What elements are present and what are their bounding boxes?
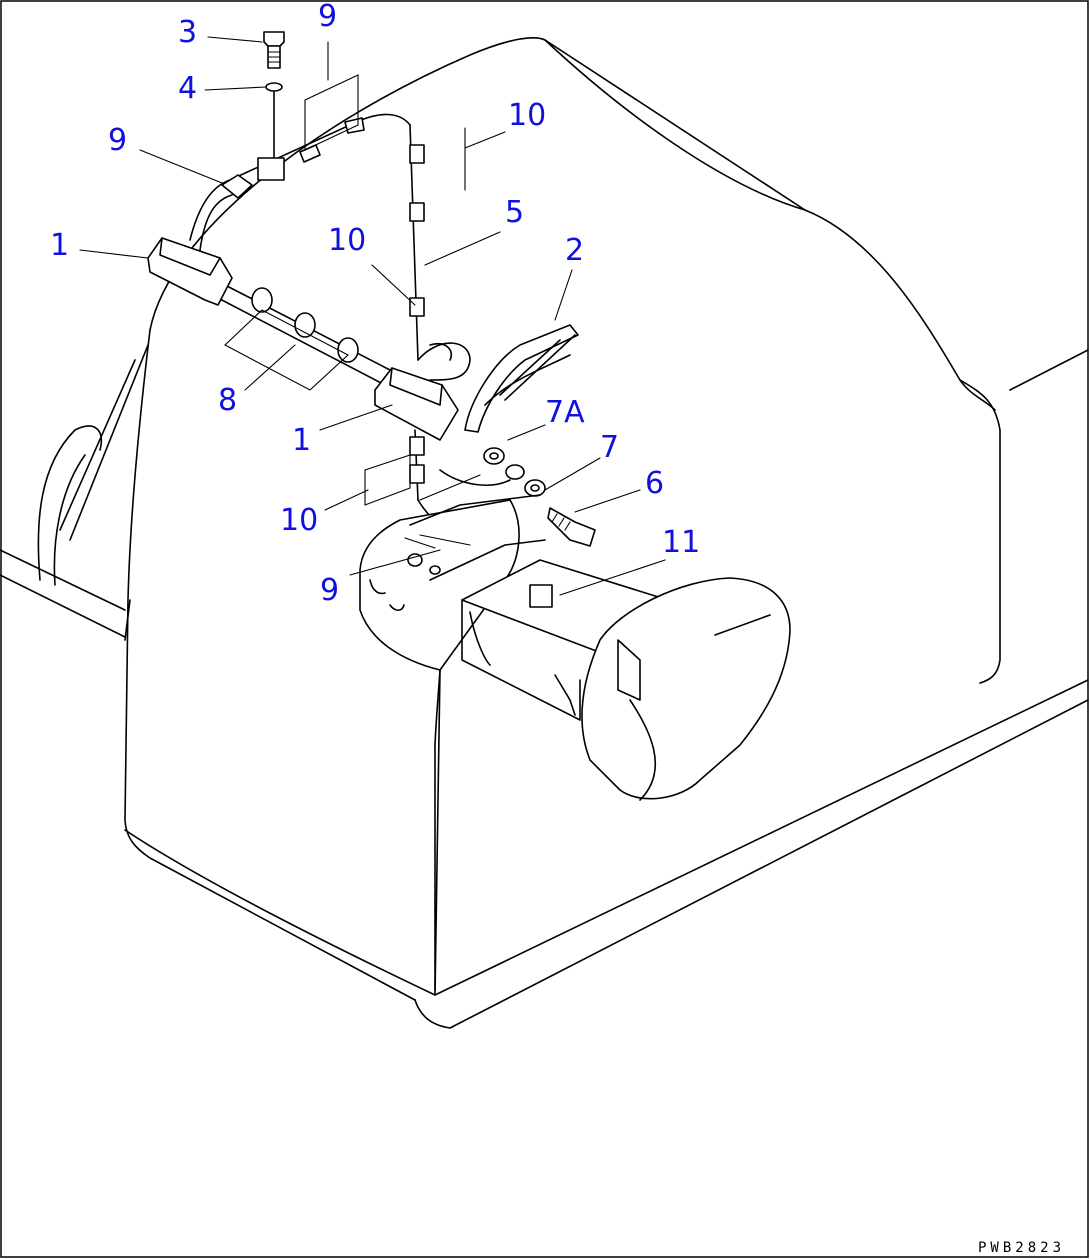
cab-body [0, 37, 1089, 1029]
drawing-code: PWB2823 [978, 1240, 1065, 1256]
callout-7: 7 [600, 430, 619, 465]
callout-6: 6 [645, 466, 664, 501]
leader-lines [79, 36, 666, 596]
bolt-3 [263, 31, 285, 47]
work-lamp-upper [147, 237, 233, 306]
seat [581, 577, 791, 800]
callout-4: 4 [178, 71, 197, 106]
lower-assembly [359, 494, 791, 801]
lamp-bar [147, 237, 459, 441]
relay-11 [529, 584, 553, 608]
callout-10: 10 [508, 98, 546, 133]
callout-8: 8 [218, 383, 237, 418]
callout-labels: 3 9 4 10 9 5 1 10 2 8 7A 1 7 6 10 11 9 [50, 0, 700, 608]
callout-2: 2 [565, 233, 584, 268]
callout-9: 9 [320, 573, 339, 608]
callout-10: 10 [328, 223, 366, 258]
clamps-10 [409, 144, 425, 484]
callout-9: 9 [108, 123, 127, 158]
callout-9: 9 [318, 0, 337, 34]
callout-10: 10 [280, 503, 318, 538]
bolt-6 [547, 507, 596, 547]
callout-1: 1 [292, 423, 311, 458]
callout-1: 1 [50, 228, 69, 263]
callout-11: 11 [662, 525, 700, 560]
callout-5: 5 [505, 195, 524, 230]
callout-7A: 7A [545, 395, 585, 430]
callout-3: 3 [178, 15, 197, 50]
clip-9-upper [257, 157, 285, 181]
top-fasteners [221, 31, 365, 199]
side-fasteners [483, 447, 596, 547]
bracket-2 [464, 324, 579, 433]
washer-4 [265, 82, 283, 92]
